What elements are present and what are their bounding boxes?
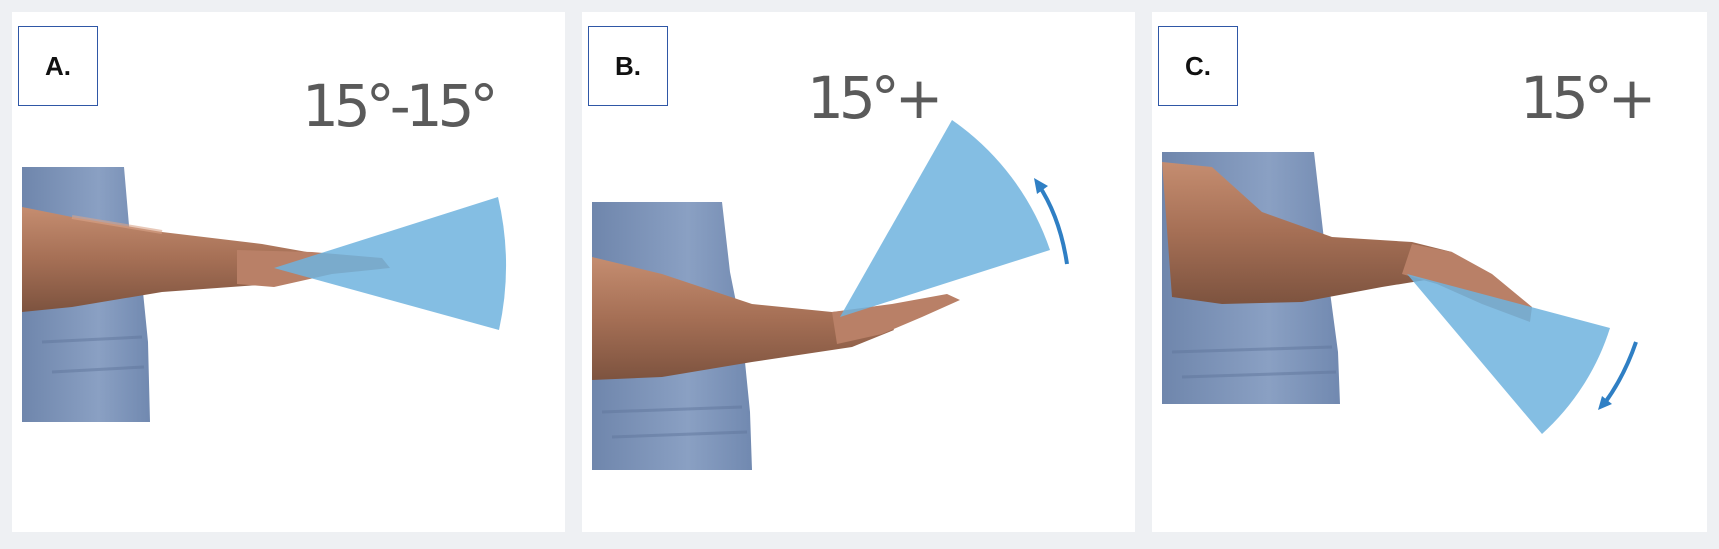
curved-motion-arrow [1036,182,1069,265]
arrow-head [1034,178,1048,194]
angle-label-c: 15°+ [1520,64,1656,132]
angle-label-b: 15°+ [807,64,943,132]
panel-label-c: C. [1158,26,1238,106]
panel-b: B. 15°+ [582,12,1135,532]
angle-label-a: 15°-15° [302,72,499,140]
forearm [22,207,312,312]
range-of-motion-wedge [1407,274,1610,434]
panel-c-illustration [1162,152,1638,434]
panel-label-b: B. [588,26,668,106]
arrow-head [1598,396,1612,410]
curved-motion-arrow [1602,341,1638,406]
forearm [592,257,894,380]
range-of-motion-wedge [840,120,1050,317]
range-of-motion-wedge [274,197,506,330]
forearm [1162,162,1452,304]
panel-a-illustration [22,167,506,422]
panel-b-illustration [592,120,1069,470]
panel-a: A. 15°-15° [12,12,565,532]
panel-c: C. 15°+ [1152,12,1707,532]
hand [832,294,960,344]
panel-label-a: A. [18,26,98,106]
